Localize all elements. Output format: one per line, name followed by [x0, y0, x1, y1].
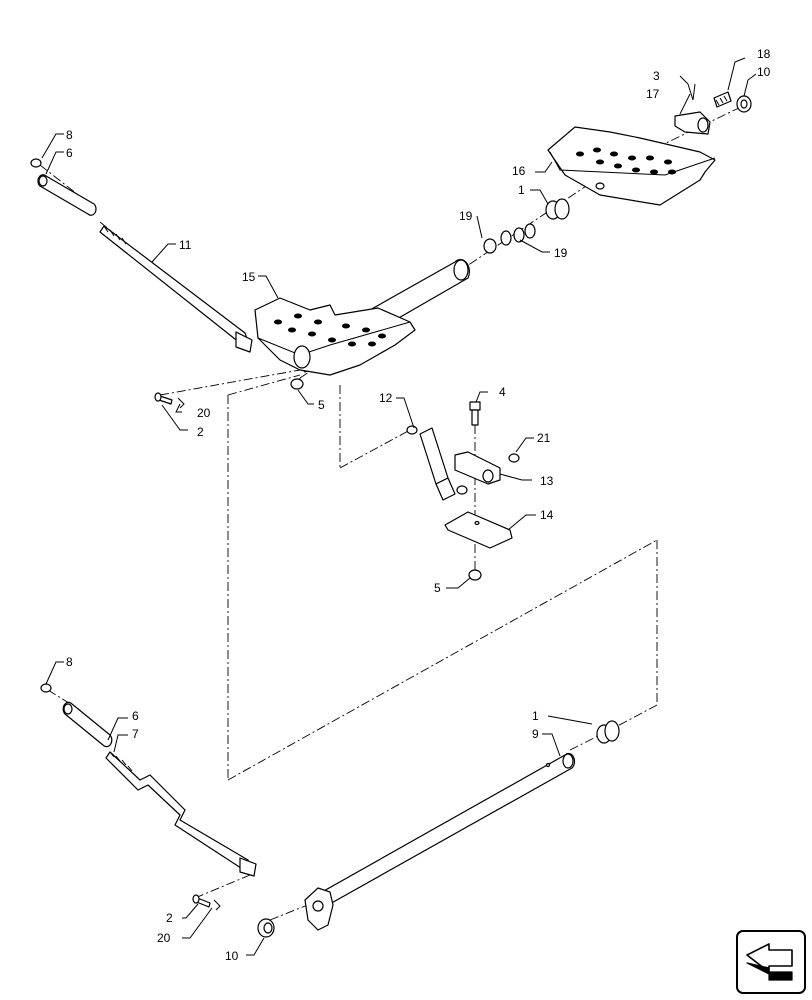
part-12-gas-spring — [406, 425, 468, 501]
callout-2-top: 2 — [197, 425, 204, 439]
callout-3: 3 — [653, 69, 660, 83]
callout-8-top: 8 — [66, 128, 73, 142]
part-2-pin-bottom — [192, 894, 211, 908]
callout-5-top: 5 — [318, 398, 325, 412]
next-page-arrow-icon[interactable] — [736, 930, 806, 994]
callout-10-top: 10 — [757, 65, 771, 79]
callout-10-bottom: 10 — [225, 949, 239, 963]
part-15-pedal-shaft — [254, 259, 470, 376]
part-7-rod — [105, 751, 257, 877]
callout-9: 9 — [532, 727, 539, 741]
callout-2-bottom: 2 — [166, 911, 173, 925]
part-17-bracket — [674, 111, 711, 135]
callout-20-top: 20 — [197, 406, 211, 420]
part-8-cap-top — [30, 158, 42, 168]
callout-7: 7 — [132, 727, 139, 741]
part-5-nut-top — [290, 378, 304, 390]
callout-21: 21 — [537, 431, 551, 445]
pedal-16-holes — [576, 147, 676, 175]
part-3-pin — [687, 83, 696, 101]
part-21-nut — [508, 453, 520, 463]
callout-6-bottom: 6 — [132, 709, 139, 723]
part-14-plate — [444, 511, 513, 549]
part-18-bolt — [713, 91, 732, 108]
assembly-centerlines — [39, 104, 746, 921]
callout-17: 17 — [646, 87, 660, 101]
callout-6-top: 6 — [66, 146, 73, 160]
pedal-15-holes — [274, 313, 386, 347]
part-6-grip-top — [37, 174, 97, 216]
part-4-bolt — [469, 401, 481, 426]
callout-19-left: 19 — [459, 209, 473, 223]
part-10-bushing-bottom — [257, 918, 275, 938]
part-16-pedal — [547, 126, 716, 206]
callout-20-bottom: 20 — [157, 931, 171, 945]
part-20-clip-top — [177, 397, 185, 409]
callout-15: 15 — [242, 270, 256, 284]
leader-lines — [41, 57, 757, 956]
part-10-bushing-top — [736, 95, 752, 113]
callout-16: 16 — [512, 164, 526, 178]
callout-11: 11 — [179, 238, 192, 252]
callout-1-bottom: 1 — [532, 709, 539, 723]
part-13-bracket — [454, 451, 501, 485]
part-5-nut-bottom — [468, 569, 482, 581]
part-6-grip-bottom — [62, 701, 113, 748]
part-9-shaft — [304, 752, 576, 931]
callout-14: 14 — [540, 508, 554, 522]
callout-18: 18 — [757, 47, 771, 61]
callout-13: 13 — [540, 474, 554, 488]
part-20-clip-bottom — [213, 899, 221, 911]
part-2-pin-top — [154, 392, 173, 405]
callout-8-bottom: 8 — [66, 655, 73, 669]
callout-4: 4 — [499, 385, 506, 399]
callout-19-right: 19 — [554, 246, 568, 260]
part-11-rod — [99, 225, 253, 353]
callout-5-bottom: 5 — [434, 581, 441, 595]
part-8-cap-bottom — [40, 683, 52, 693]
part-1-bushing-bottom — [596, 720, 620, 744]
callout-labels: 8 6 11 15 20 2 5 12 4 21 13 14 5 19 19 1… — [66, 47, 771, 963]
part-1-bushing-top — [545, 198, 570, 220]
callout-12: 12 — [379, 391, 393, 405]
part-19-washers — [483, 223, 536, 254]
callout-1-top: 1 — [518, 183, 525, 197]
